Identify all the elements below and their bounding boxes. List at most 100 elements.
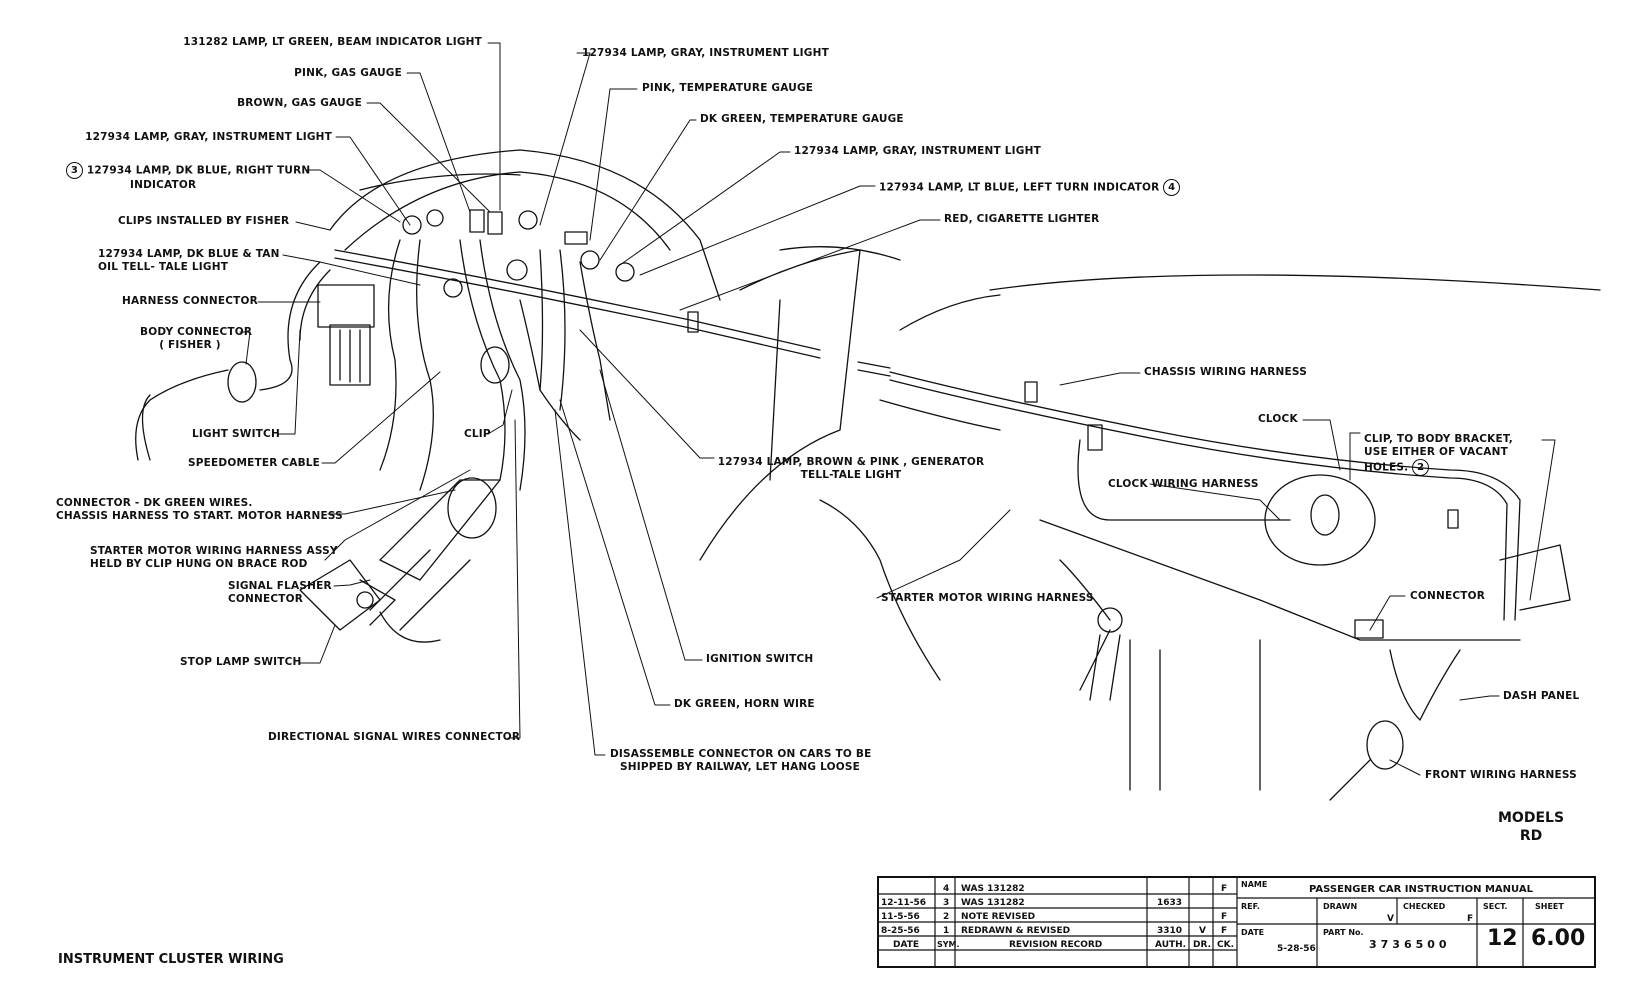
dash-panel <box>699 246 1601 791</box>
rev-row-sym: 2 <box>943 912 950 922</box>
label-starter-assy-line1: STARTER MOTOR WIRING HARNESS ASSY <box>90 545 338 557</box>
label-instrument-light-right2: 127934 LAMP, GRAY, INSTRUMENT LIGHT <box>794 145 1041 157</box>
rev-row-record: NOTE REVISED <box>961 912 1036 922</box>
rev-row-auth: 3310 <box>1157 926 1183 936</box>
note-callout: 2 <box>1412 459 1430 476</box>
starter-harness <box>1039 519 1521 801</box>
label-dk-green-line2: CHASSIS HARNESS TO START. MOTOR HARNESS <box>56 510 343 522</box>
label-instrument-light-left: 127934 LAMP, GRAY, INSTRUMENT LIGHT <box>85 131 332 143</box>
rev-row-date: 11-5-56 <box>881 912 920 922</box>
label-ignition-switch: IGNITION SWITCH <box>706 653 814 665</box>
rev-header-ck: CK. <box>1217 940 1234 950</box>
label-dk-green-temp-gauge: DK GREEN, TEMPERATURE GAUGE <box>700 113 904 125</box>
tb-sheet-label: SHEET <box>1535 902 1564 911</box>
tb-ref-label: REF. <box>1241 902 1260 911</box>
label-clip-bracket-line2: USE EITHER OF VACANT <box>1364 446 1508 458</box>
tb-date-label: DATE <box>1241 928 1265 937</box>
label-body-connector-line1: BODY CONNECTOR <box>140 326 253 338</box>
label-signal-flasher: SIGNAL FLASHER CONNECTOR <box>228 580 332 606</box>
rev-row-record: WAS 131282 <box>961 898 1025 908</box>
tb-name-label: NAME <box>1241 880 1268 889</box>
label-front-wiring-harness: FRONT WIRING HARNESS <box>1425 769 1577 781</box>
label-oil-line2: OIL TELL- TALE LIGHT <box>98 261 229 273</box>
label-oil-line1: 127934 LAMP, DK BLUE & TAN <box>98 248 280 260</box>
label-speedometer-cable: SPEEDOMETER CABLE <box>188 457 321 469</box>
label-right-turn-line2: INDICATOR <box>130 179 197 191</box>
rev-row-sym: 3 <box>943 898 950 908</box>
rev-row-ck: F <box>1221 926 1228 936</box>
stop-lamp-switch <box>356 579 441 643</box>
instrument-cluster <box>329 149 721 301</box>
label-left-turn-indicator: 127934 LAMP, LT BLUE, LEFT TURN INDICATO… <box>879 179 1181 196</box>
tb-checked-value: F <box>1467 914 1474 924</box>
label-clip-body-bracket: CLIP, TO BODY BRACKET, USE EITHER OF VAC… <box>1364 433 1513 476</box>
rev-header-auth: AUTH. <box>1155 940 1187 950</box>
models-block: MODELS RD <box>1498 809 1564 845</box>
leader-lines <box>239 42 1556 776</box>
rev-header-record: REVISION RECORD <box>1009 940 1103 950</box>
label-horn-wire: DK GREEN, HORN WIRE <box>674 698 815 710</box>
label-body-connector: BODY CONNECTOR ( FISHER ) <box>140 326 252 352</box>
label-directional-signal-connector: DIRECTIONAL SIGNAL WIRES CONNECTOR <box>268 731 521 743</box>
tb-sect: 12 <box>1487 926 1518 951</box>
rev-row-ck: F <box>1221 912 1228 922</box>
rev-row-sym: 4 <box>943 884 950 894</box>
label-disassemble-connector: DISASSEMBLE CONNECTOR ON CARS TO BE SHIP… <box>610 748 871 774</box>
drawing-title: INSTRUMENT CLUSTER WIRING <box>58 952 284 967</box>
label-generator-tell-tale: 127934 LAMP, BROWN & PINK , GENERATOR TE… <box>716 456 986 482</box>
rev-header-sym: SYM. <box>937 940 960 949</box>
label-clips-fisher: CLIPS INSTALLED BY FISHER <box>118 215 290 227</box>
chassis-harness <box>889 371 1521 621</box>
title-block-grid <box>877 876 1596 968</box>
tb-date: 5-28-56 <box>1277 944 1316 954</box>
label-stop-lamp-switch: STOP LAMP SWITCH <box>180 656 302 668</box>
note-callout: 3 <box>66 162 83 179</box>
steering-column <box>299 346 510 631</box>
label-starter-motor-harness: STARTER MOTOR WIRING HARNESS <box>881 592 1094 604</box>
label-clip-bracket-line3: HOLES. <box>1364 461 1409 474</box>
label-starter-motor-assy: STARTER MOTOR WIRING HARNESS ASSY HELD B… <box>90 545 338 571</box>
label-body-connector-line2: ( FISHER ) <box>159 339 221 351</box>
harness-connector-block <box>259 261 375 391</box>
label-light-switch: LIGHT SWITCH <box>192 428 280 440</box>
rev-header-dr: DR. <box>1193 940 1211 950</box>
note-callout: 4 <box>1163 179 1181 196</box>
label-generator-line1: 127934 LAMP, BROWN & PINK , GENERATOR <box>717 456 985 468</box>
rev-row-record: WAS 131282 <box>961 884 1025 894</box>
label-clock-wiring-harness: CLOCK WIRING HARNESS <box>1108 478 1259 490</box>
body-connector <box>135 361 257 461</box>
label-harness-connector: HARNESS CONNECTOR <box>122 295 258 307</box>
rev-header-date: DATE <box>893 940 920 950</box>
rev-row-date: 12-11-56 <box>881 898 927 908</box>
label-pink-gas-gauge: PINK, GAS GAUGE <box>294 67 402 79</box>
label-starter-assy-line2: HELD BY CLIP HUNG ON BRACE ROD <box>90 558 308 570</box>
clock <box>1077 424 1376 566</box>
label-beam-indicator-lamp: 131282 LAMP, LT GREEN, BEAM INDICATOR LI… <box>183 36 482 48</box>
rev-row-dr: V <box>1199 926 1206 936</box>
tb-checked-label: CHECKED <box>1403 902 1446 911</box>
rev-row-ck: F <box>1221 884 1228 894</box>
label-disassemble-line1: DISASSEMBLE CONNECTOR ON CARS TO BE <box>610 748 872 760</box>
label-signal-flasher-line2: CONNECTOR <box>228 593 304 605</box>
rev-row-date: 8-25-56 <box>881 926 920 936</box>
models-heading: MODELS <box>1498 810 1565 826</box>
label-clip: CLIP <box>464 428 491 440</box>
label-right-turn-line1: 127934 LAMP, DK BLUE, RIGHT TURN <box>86 164 311 177</box>
rev-row-record: REDRAWN & REVISED <box>961 926 1071 936</box>
tb-part: 3736500 <box>1369 938 1451 951</box>
label-chassis-wiring-harness: CHASSIS WIRING HARNESS <box>1144 366 1307 378</box>
wire-bundle <box>379 239 611 491</box>
label-dk-green-connector: CONNECTOR - DK GREEN WIRES. CHASSIS HARN… <box>56 497 343 523</box>
tb-name: PASSENGER CAR INSTRUCTION MANUAL <box>1309 884 1533 895</box>
label-disassemble-line2: SHIPPED BY RAILWAY, LET HANG LOOSE <box>620 761 860 773</box>
label-dash-panel: DASH PANEL <box>1503 690 1580 702</box>
label-oil-tell-tale: 127934 LAMP, DK BLUE & TAN OIL TELL- TAL… <box>98 248 280 274</box>
dash-harness <box>334 249 891 377</box>
rev-row-auth: 1633 <box>1157 898 1183 908</box>
tb-sect-label: SECT. <box>1483 902 1508 911</box>
title-block: 12-11-56 11-5-56 8-25-56 4 3 2 1 WAS 131… <box>877 876 1596 968</box>
label-brown-gas-gauge: BROWN, GAS GAUGE <box>237 97 362 109</box>
label-pink-temp-gauge: PINK, TEMPERATURE GAUGE <box>642 82 814 94</box>
label-clip-bracket-line1: CLIP, TO BODY BRACKET, <box>1364 433 1513 445</box>
